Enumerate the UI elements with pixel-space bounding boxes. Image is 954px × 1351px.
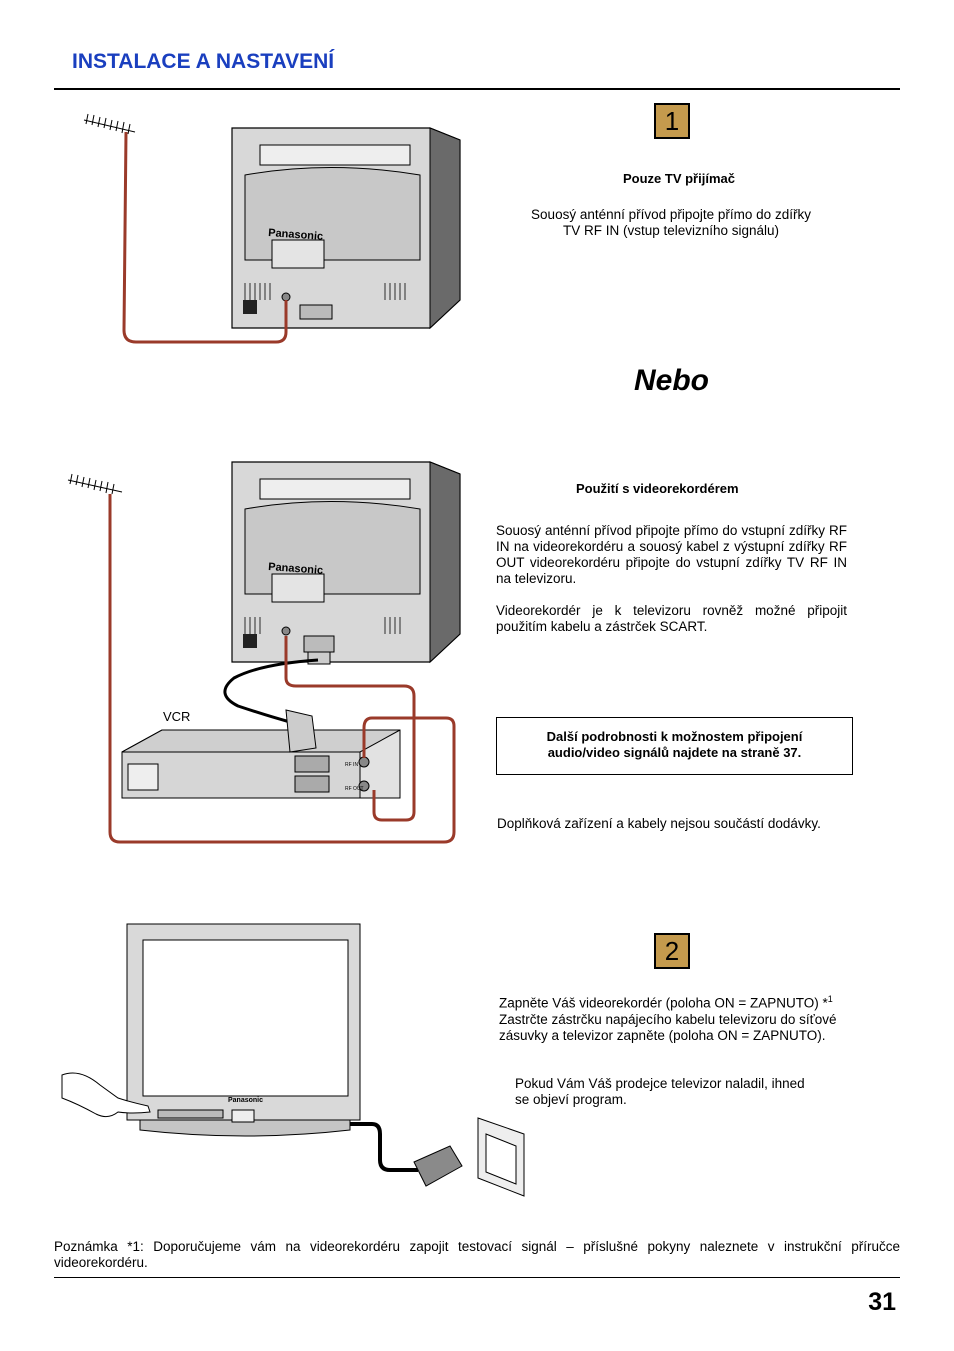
hand-icon <box>61 1072 151 1118</box>
step-2-text-2-line-2: se objeví program. <box>515 1092 627 1107</box>
tv-front-illustration: Panasonic <box>126 923 361 1137</box>
page-number: 31 <box>868 1288 896 1316</box>
scart-cable <box>223 658 319 724</box>
power-plug-icon <box>413 1145 463 1187</box>
step-2-text: Zapněte Váš videorekordér (poloha ON = Z… <box>499 991 869 1044</box>
tv2-brand: Panasonic <box>268 561 324 577</box>
step-1-text: Souosý anténní přívod připojte přímo do … <box>500 207 842 239</box>
antenna-icon-1 <box>83 113 136 135</box>
header-rule <box>54 88 900 90</box>
rf-in-label: RF IN <box>345 762 358 768</box>
vcr-paragraph-1: Souosý anténní přívod připojte přímo do … <box>496 523 847 586</box>
tv1-brand: Panasonic <box>268 227 324 243</box>
vcr-label: VCR <box>163 709 190 724</box>
step-1-text-line-1: Souosý anténní přívod připojte přímo do … <box>531 207 811 222</box>
rf-in-cable <box>108 494 456 844</box>
rf-out-cable <box>284 636 416 822</box>
tv-rear-illustration-2: Panasonic <box>231 461 461 665</box>
footnote-marker: 1 <box>827 994 833 1004</box>
info-line-2: audio/video signálů najdete na straně 37… <box>547 745 802 760</box>
footer-rule <box>54 1277 900 1278</box>
step-2-line-2: Zastrčte zástrčku napájecího kabelu tele… <box>499 1011 837 1027</box>
info-box: Další podrobnosti k možnostem připojení … <box>496 717 853 775</box>
step-2-line-3: zásuvky a televizor zapněte (poloha ON =… <box>499 1027 826 1043</box>
step-2-line-1-text: Zapněte Váš videorekordér (poloha ON = Z… <box>499 995 828 1011</box>
step-2-badge: 2 <box>654 933 690 969</box>
info-line-1: Další podrobnosti k možnostem připojení <box>546 729 803 744</box>
vcr-heading: Použití s videorekordérem <box>576 481 739 496</box>
vcr-paragraph-2: Videorekordér je k televizoru rovněž mož… <box>496 603 847 634</box>
power-cable <box>350 1122 418 1172</box>
step-1-text-line-2: TV RF IN (vstup televizního signálu) <box>562 223 780 238</box>
step-1-badge: 1 <box>654 103 690 139</box>
step-2-text-2-line-1: Pokud Vám Váš prodejce televizor naladil… <box>515 1076 805 1091</box>
step-2-text-2: Pokud Vám Váš prodejce televizor naladil… <box>515 1076 855 1108</box>
accessories-note: Doplňková zařízení a kabely nejsou součá… <box>497 816 821 831</box>
page-title: INSTALACE A NASTAVENÍ <box>72 50 335 73</box>
tv-rear-illustration-1: Panasonic <box>231 127 461 330</box>
or-separator: Nebo <box>634 364 709 397</box>
footnote: Poznámka *1: Doporučujeme vám na videore… <box>54 1239 900 1270</box>
antenna-cable-1 <box>122 131 288 344</box>
vcr-illustration: RF IN RF OUT <box>121 729 401 799</box>
step-1-heading: Pouze TV přijímač <box>623 171 735 186</box>
step-2-line-1: Zapněte Váš videorekordér (poloha ON = Z… <box>499 991 869 1012</box>
antenna-icon-2 <box>67 473 123 495</box>
tv3-brand: Panasonic <box>228 1097 263 1104</box>
rf-out-label: RF OUT <box>345 786 364 792</box>
